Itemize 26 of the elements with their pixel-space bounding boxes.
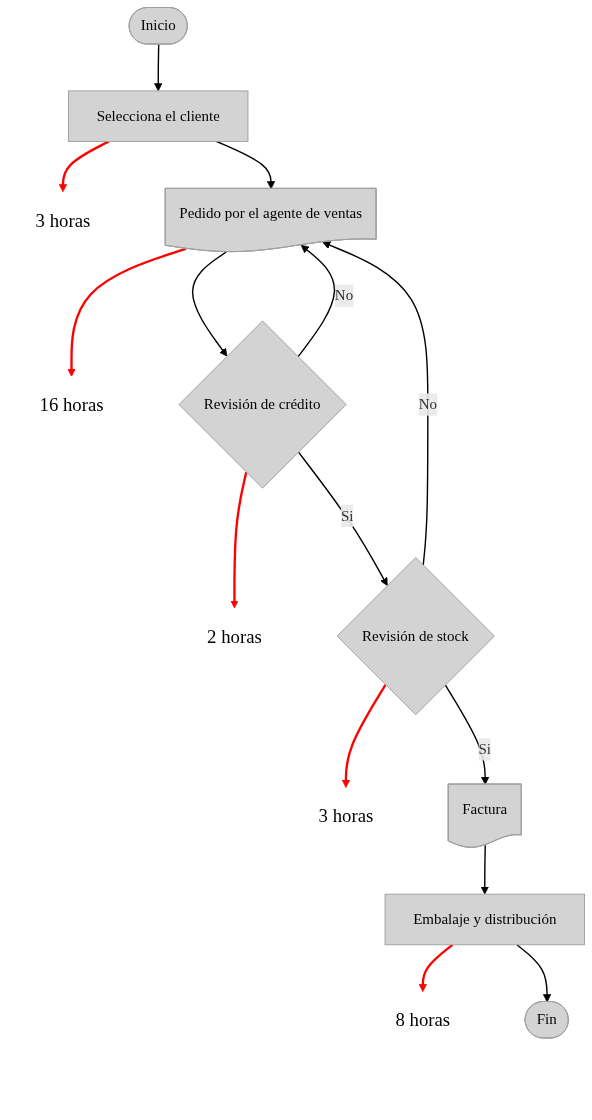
node-text: 3 horas — [35, 209, 91, 231]
node-box: Embalaje y distribución — [384, 893, 585, 946]
arrow — [341, 684, 387, 788]
arrow — [418, 943, 454, 992]
arrow — [191, 251, 228, 357]
edge-label: No — [334, 287, 354, 304]
node-text: 3 horas — [318, 805, 374, 826]
arrow — [297, 451, 388, 586]
arrow — [297, 244, 336, 358]
edge-label: No — [418, 396, 438, 413]
node-box: Selecciona el cliente — [68, 90, 249, 142]
node-text: 16 horas — [39, 394, 104, 415]
arrow — [444, 684, 490, 785]
arrow — [230, 472, 248, 609]
node-diamond: Revisión de crédito — [178, 320, 347, 489]
arrow — [215, 140, 276, 190]
node-diamond: Revisión de stock — [336, 557, 495, 716]
arrow — [154, 43, 163, 92]
arrow — [58, 140, 110, 193]
edge-label: Si — [478, 740, 492, 757]
arrow — [516, 944, 552, 1003]
arrow — [480, 844, 489, 895]
edge-label: Si — [340, 507, 354, 524]
node-text: 2 horas — [207, 625, 262, 647]
node-text: 8 horas — [395, 1009, 451, 1031]
arrow — [67, 247, 187, 377]
